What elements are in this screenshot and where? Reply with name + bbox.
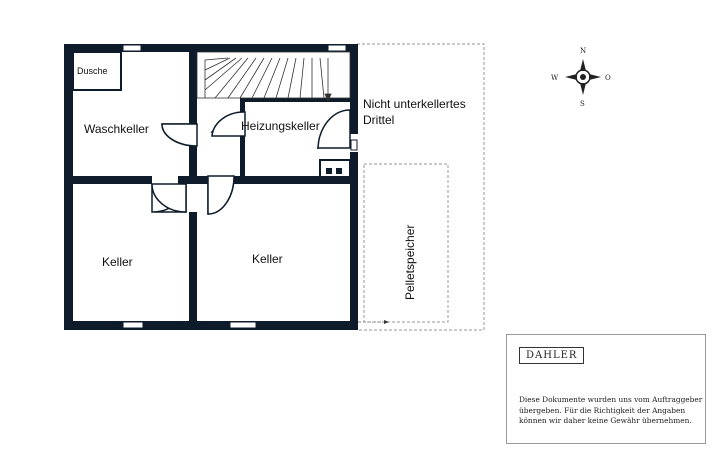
room-label-nicht-unterkellert-2: Drittel [363,113,394,127]
room-label-keller-right: Keller [252,252,283,266]
disclaimer-line: übergeben. Für die Richtigkeit der Angab… [519,405,686,415]
disclaimer-line: können wir daher keine Gewähr übernehmen… [519,416,692,425]
staircase [196,51,351,103]
room-label-dusche: Dusche [77,66,108,76]
room-label-nicht-unterkellert-1: Nicht unterkellertes [363,97,466,111]
room-label-pelletspeicher: Pelletspeicher [403,225,417,300]
disclaimer-text: Diese Dokumente wurden uns vom Auftragge… [519,395,703,427]
compass-south: S [580,100,585,108]
walls [64,44,358,330]
unexcavated-area-outline [356,43,485,331]
room-label-heizungskeller: Heizungskeller [241,119,320,133]
compass-north: N [580,47,586,55]
compass-west: W [551,74,559,82]
disclaimer-line: Diese Dokumente wurden uns vom Auftragge… [519,395,703,404]
company-logo: DAHLER [519,347,585,364]
pellet-arrow [358,320,389,324]
info-box: DAHLER Diese Dokumente wurden uns vom Au… [506,334,706,444]
compass-rose [565,59,601,95]
door-leaves [151,109,351,215]
windows [122,44,358,329]
compass-east: O [605,74,611,82]
room-label-keller-left: Keller [102,255,133,269]
room-label-waschkeller: Waschkeller [84,122,149,136]
